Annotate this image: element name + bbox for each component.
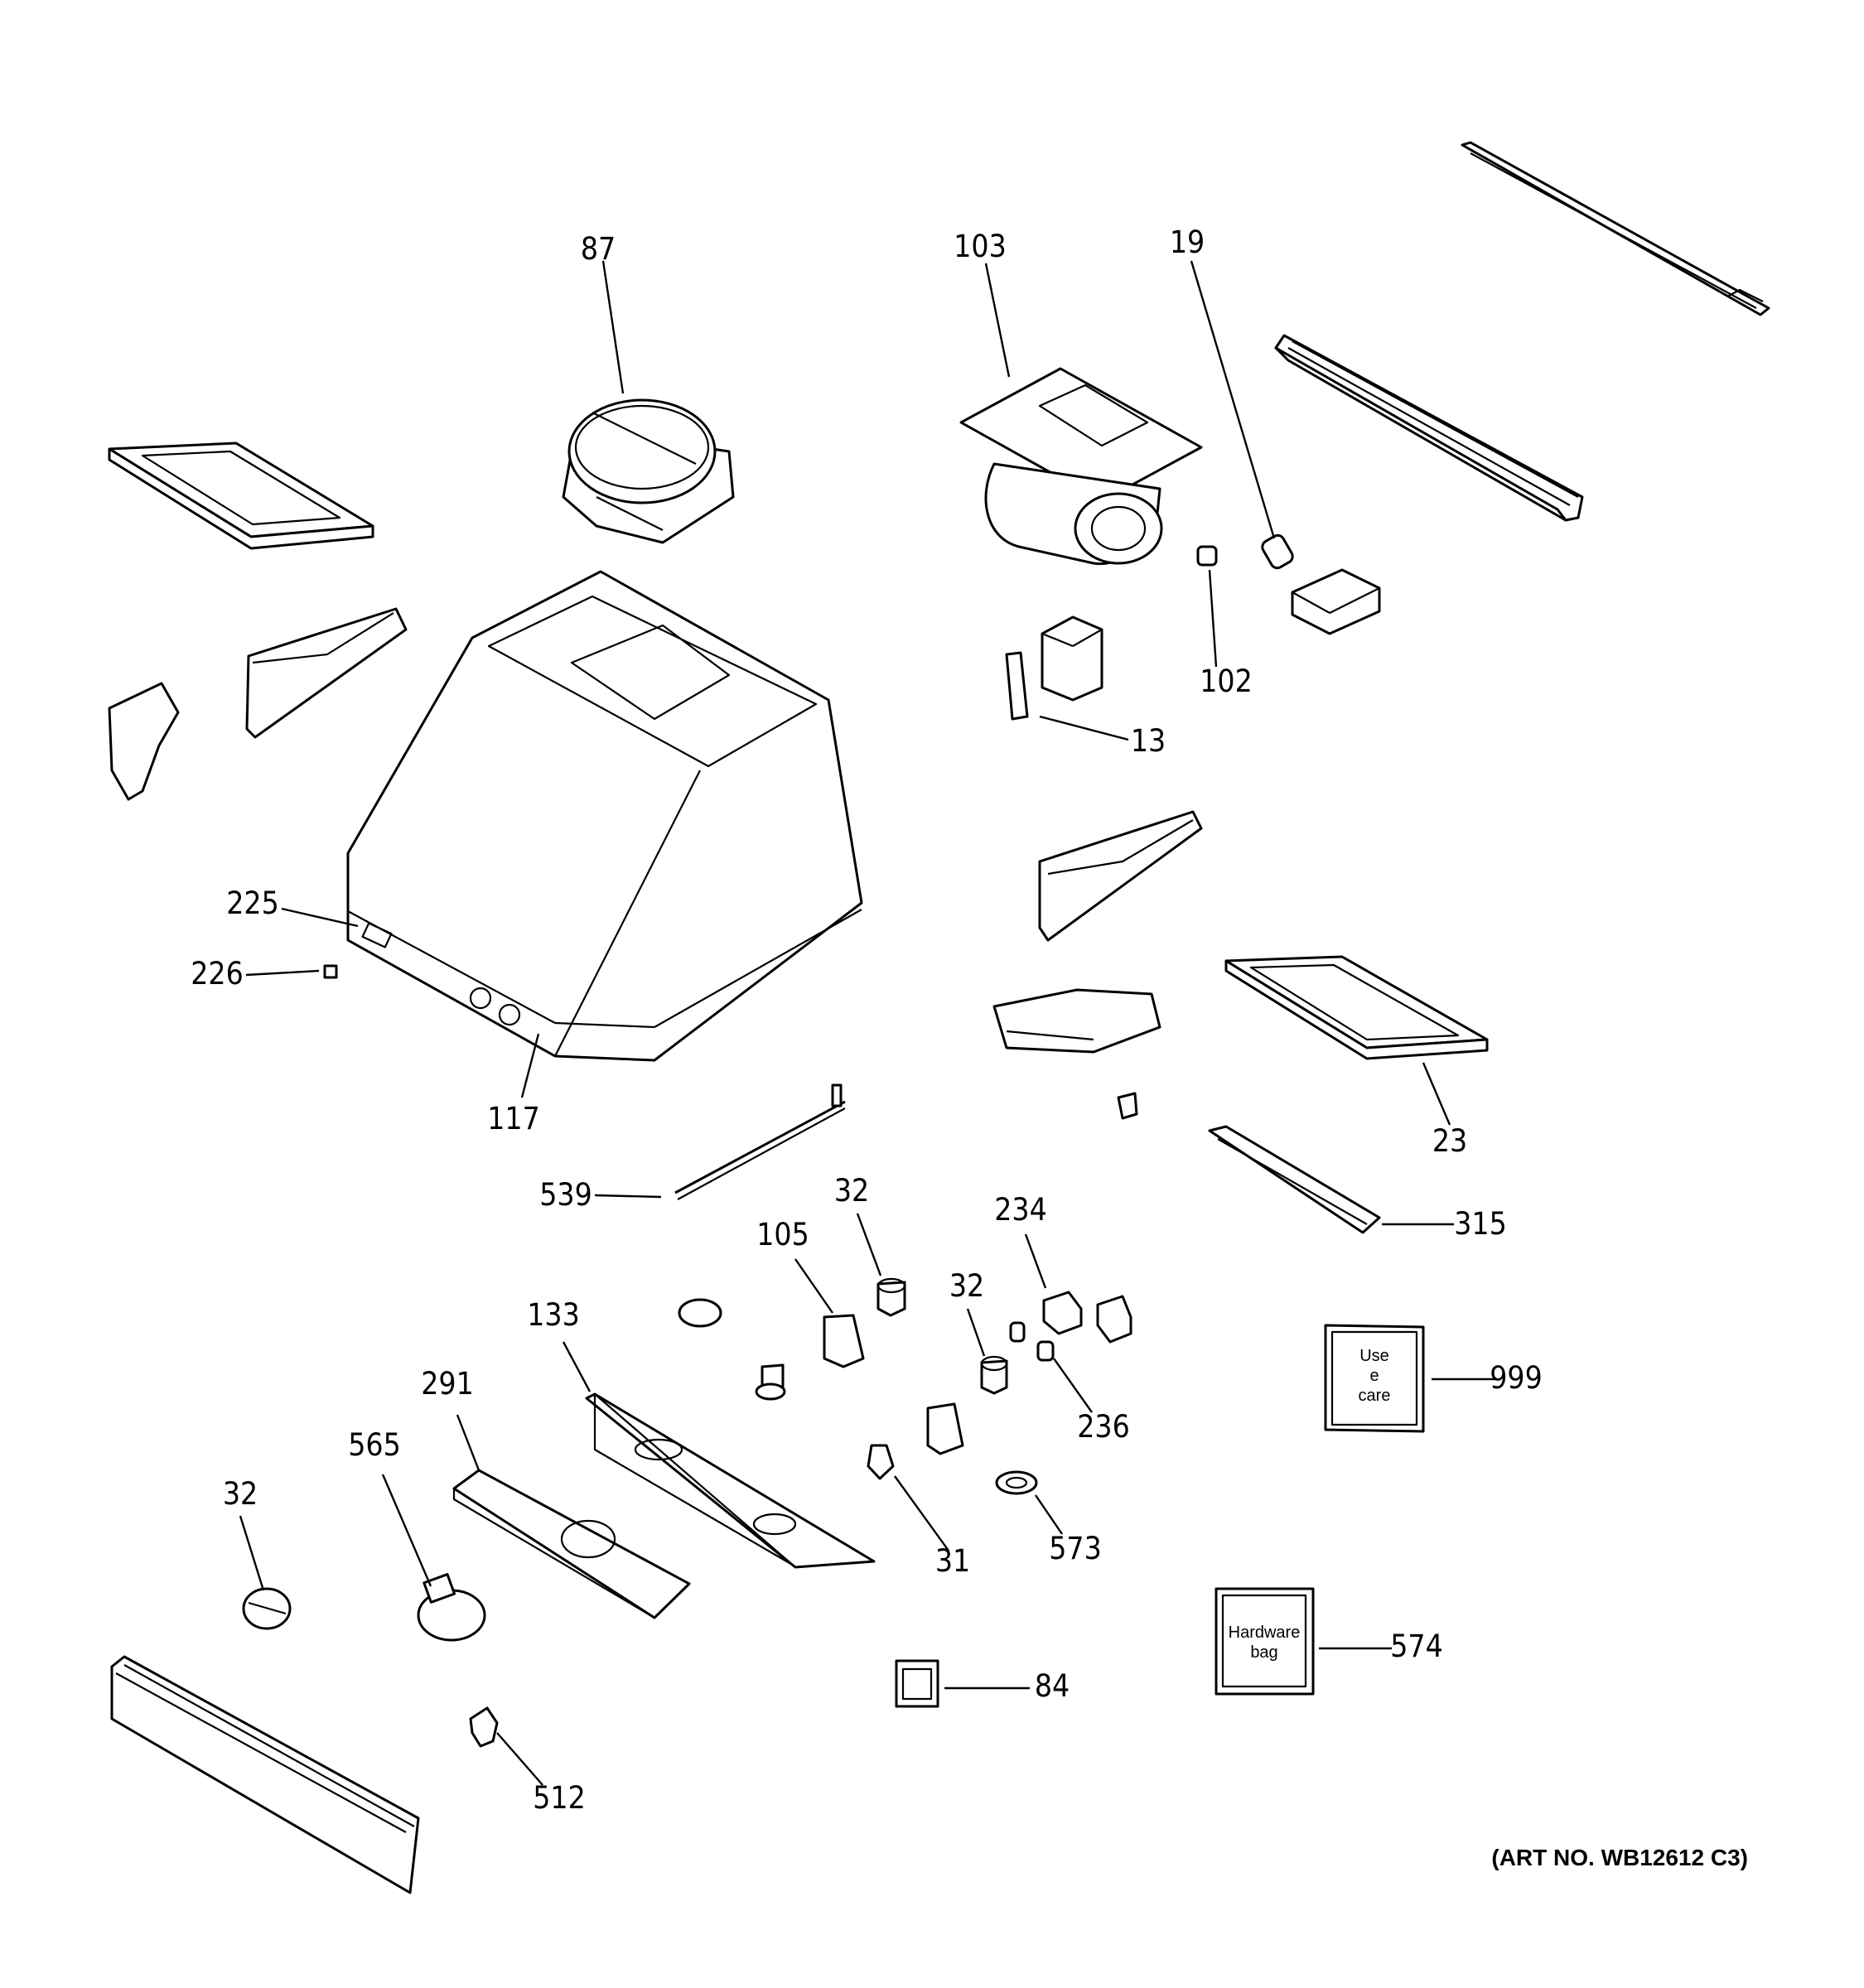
leader-19 [1190,260,1276,539]
light-channel-part [1208,1125,1381,1234]
callout-512: 512 [533,1780,586,1816]
callout-574: 574 [1390,1629,1443,1664]
callout-13: 13 [1131,723,1166,759]
leader-32c [239,1515,265,1591]
leader-573 [1035,1494,1063,1535]
callout-573: 573 [1049,1531,1102,1566]
grommet-part [995,1470,1038,1495]
small-clip-part [1117,1092,1138,1120]
right-filter-frame-part [1224,955,1489,1060]
nut-part [1196,545,1218,567]
leader-117 [520,1033,540,1098]
upper-channel-part [1274,334,1584,522]
socket-part-b [980,1355,1008,1395]
leader-23 [1422,1062,1451,1126]
callout-117: 117 [487,1101,540,1136]
hardware-bag-line2: bag [1250,1643,1277,1662]
leader-87 [601,260,625,394]
callout-32a: 32 [834,1173,869,1209]
leader-291 [456,1414,480,1471]
callout-539: 539 [539,1177,592,1213]
leader-31 [894,1475,949,1551]
switch-knob-part [1009,1321,1055,1362]
left-bracket-part [245,607,408,739]
callout-565: 565 [348,1427,401,1463]
duct-connector-part [992,988,1161,1054]
left-filter-frame-part [108,442,374,550]
rod-part [674,1083,846,1200]
use-care-line1: Use [1359,1347,1389,1365]
callout-23: 23 [1432,1123,1467,1159]
leader-13 [1039,715,1129,741]
leader-226 [245,969,320,977]
use-care-line2: e [1369,1367,1379,1385]
callout-315: 315 [1454,1206,1507,1242]
halogen-lamp-part [417,1573,486,1642]
leader-234 [1024,1233,1047,1289]
socket-part-a [876,1277,906,1317]
callout-87: 87 [581,231,616,267]
leader-102 [1208,569,1218,668]
capacitor-part [1261,533,1294,570]
callout-236: 236 [1077,1409,1130,1445]
callout-103: 103 [954,229,1007,264]
art-number: (ART NO. WB12612 C3) [1491,1845,1748,1870]
use-care-manual-part [1324,1324,1425,1433]
switch-plate-part [895,1659,939,1708]
switch-part [1042,1291,1132,1344]
callout-234: 234 [994,1192,1047,1228]
leader-225 [281,907,359,928]
front-panel-part [110,1655,420,1894]
hardware-bag-line1: Hardware [1229,1624,1301,1642]
left-mount-clip-part [108,682,180,801]
top-rail-part [1461,141,1770,316]
leader-32a [856,1213,882,1276]
callout-133: 133 [527,1297,580,1333]
bulb-part [867,1444,895,1480]
lamp-holder-part [678,1298,964,1455]
blower-assembly-part [959,367,1203,566]
callout-84: 84 [1035,1668,1070,1704]
capacitor-bracket-part [1291,568,1381,635]
damper-assembly-part [562,398,735,544]
leader-512 [496,1732,543,1786]
leader-133 [562,1341,592,1392]
callout-291: 291 [421,1366,474,1402]
use-care-line3: care [1359,1387,1391,1405]
hardware-bag-part [1214,1587,1315,1696]
callout-19: 19 [1170,224,1205,260]
socket-part-c [242,1587,292,1630]
callout-999: 999 [1490,1360,1543,1396]
callout-32b: 32 [949,1268,984,1304]
badge-part [323,964,338,979]
hood-body-part [346,570,863,1062]
callout-105: 105 [756,1217,809,1252]
callout-225: 225 [226,885,279,921]
leader-103 [984,263,1011,378]
callout-32c: 32 [223,1476,258,1512]
light-housing-part [452,1469,691,1619]
leader-105 [794,1258,833,1314]
right-bracket-part [1038,810,1203,942]
callout-226: 226 [191,956,244,992]
leader-539 [594,1194,662,1199]
leader-236 [1053,1358,1093,1413]
transformer-part [1005,615,1103,721]
callout-102: 102 [1200,663,1253,699]
leader-32b [966,1308,986,1357]
clip-part [469,1706,499,1748]
leader-565 [381,1474,432,1587]
callout-31: 31 [935,1543,970,1579]
light-panel-part [585,1392,876,1569]
